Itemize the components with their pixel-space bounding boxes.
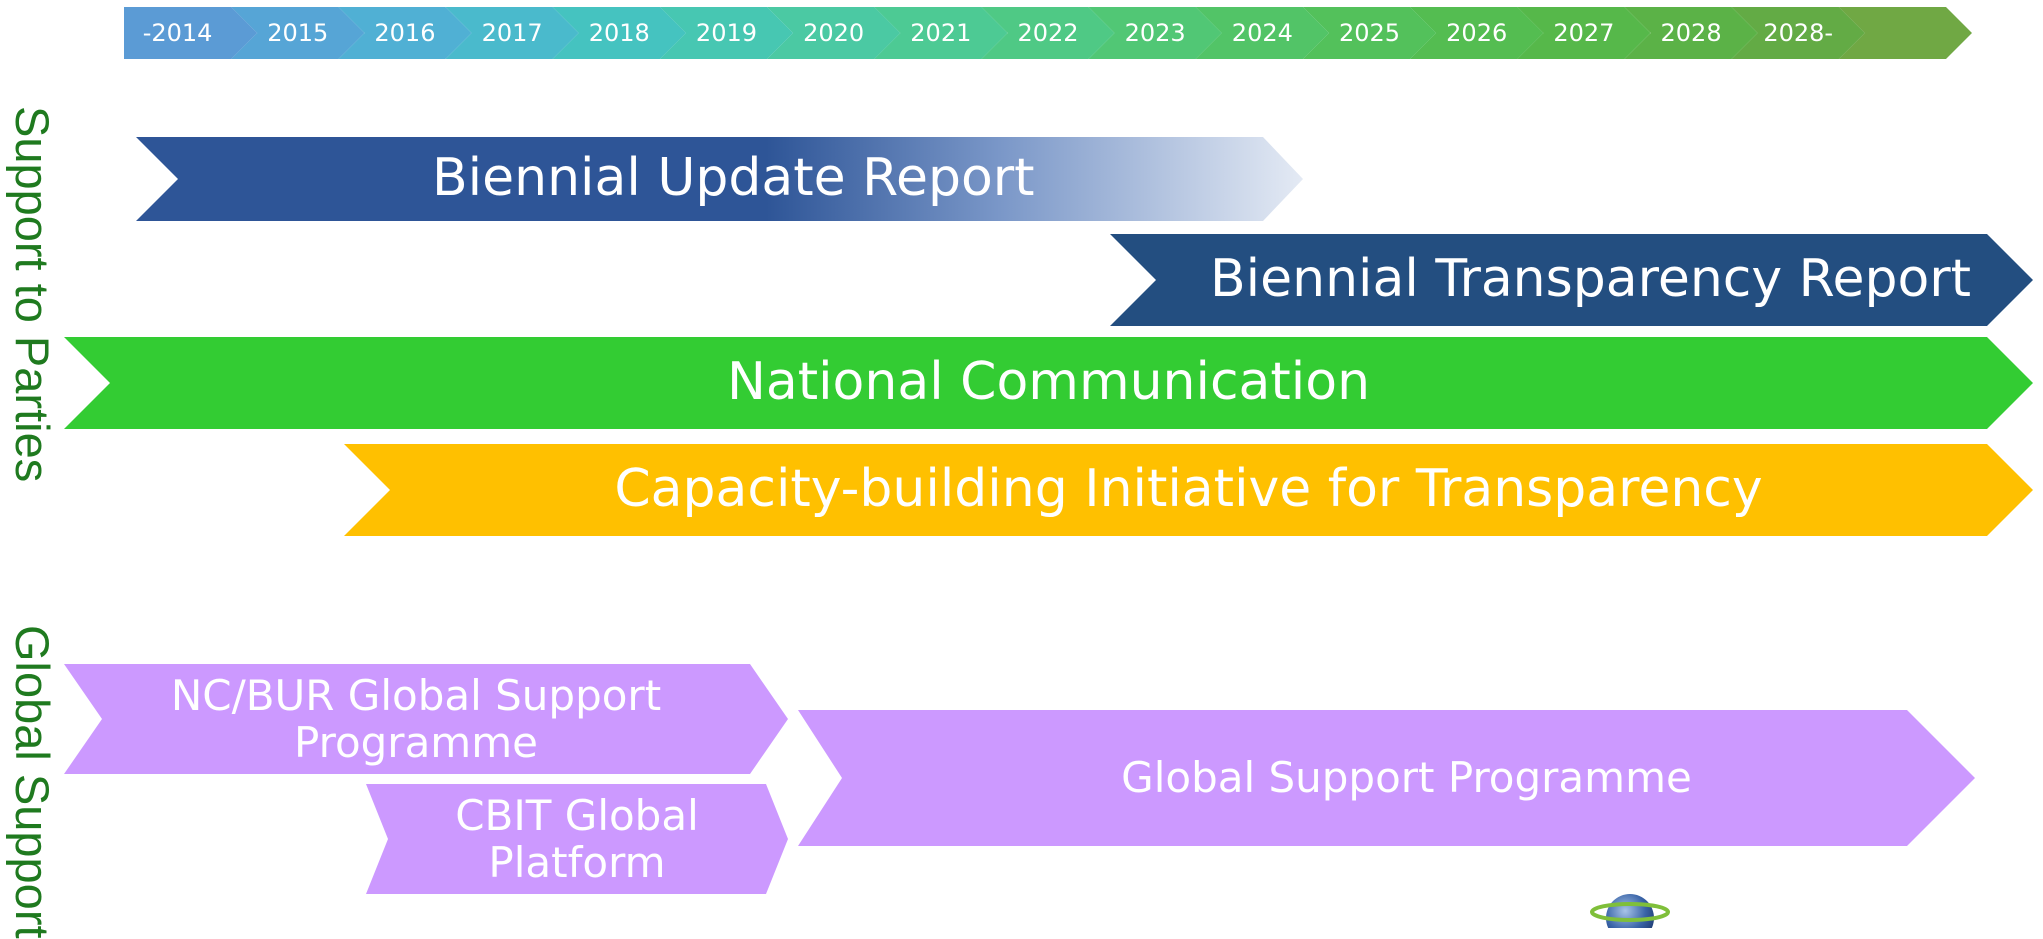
cbit-label: Capacity-building Initiative for Transpa… xyxy=(614,459,1763,520)
timeline-year-segment: 2022 xyxy=(981,7,1114,59)
ncbur-global-support-programme-arrow: NC/BUR Global Support Programme xyxy=(64,664,788,774)
ncbur-label-line2: Programme xyxy=(294,718,538,767)
biennial-update-report-arrow: Biennial Update Report xyxy=(136,137,1303,221)
cbitgp-label-line2: Platform xyxy=(488,838,666,887)
cbitgp-label-line1: CBIT Global xyxy=(455,790,699,840)
nc-label: National Communication xyxy=(726,352,1371,413)
biennial-transparency-report-arrow: Biennial Transparency Report xyxy=(1110,234,2033,326)
cbit-arrow: Capacity-building Initiative for Transpa… xyxy=(344,444,2033,536)
global-support-programme-arrow: Global Support Programme xyxy=(798,710,1975,846)
ncbur-label-line1: NC/BUR Global Support xyxy=(170,670,662,720)
globe-logo-icon xyxy=(1590,894,1670,928)
bur-label: Biennial Update Report xyxy=(432,148,1035,209)
timeline-year-segment: 2028- xyxy=(1732,7,1865,59)
global-support-label: Global Support xyxy=(6,625,59,939)
timeline-year-segment: 2018 xyxy=(553,7,686,59)
gsp-label: Global Support Programme xyxy=(1121,753,1692,803)
btr-label: Biennial Transparency Report xyxy=(1210,249,1972,310)
national-communication-arrow: National Communication xyxy=(64,337,2033,429)
timeline-year-segment: -2014 xyxy=(124,7,257,59)
cbitgp-label: CBIT Global Platform xyxy=(455,792,699,886)
cbit-global-platform-arrow: CBIT Global Platform xyxy=(366,784,788,894)
ncbur-label: NC/BUR Global Support Programme xyxy=(171,672,661,766)
support-to-parties-label: Support to Parties xyxy=(6,106,59,483)
